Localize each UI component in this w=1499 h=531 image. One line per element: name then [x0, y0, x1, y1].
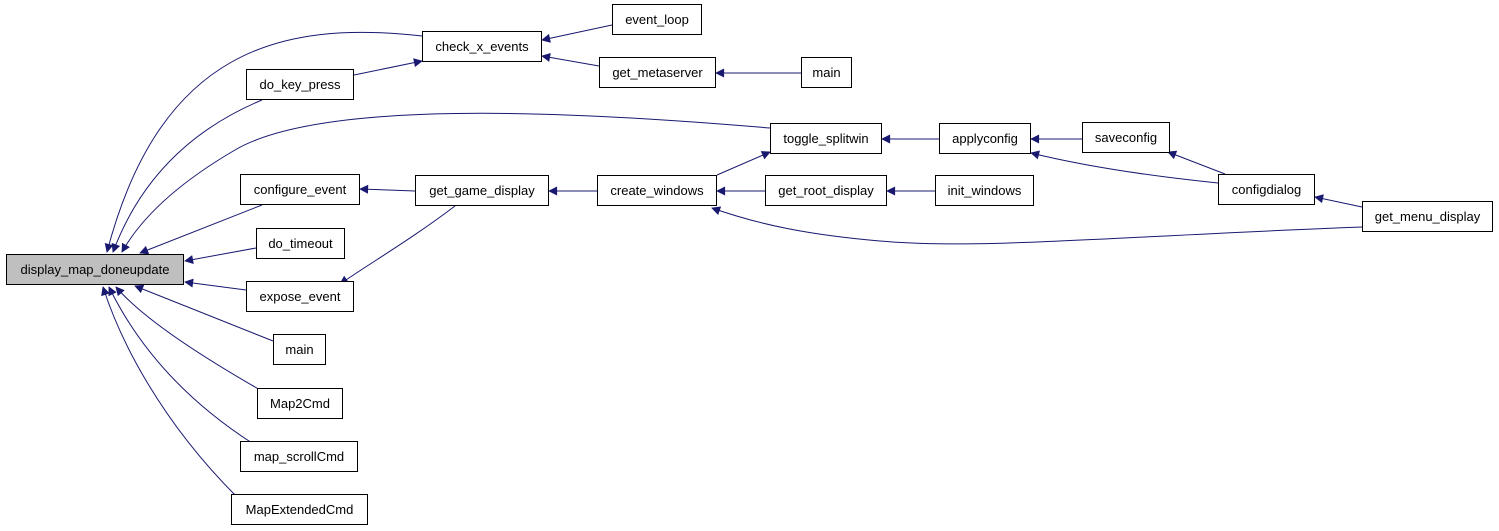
- node-expose-event[interactable]: expose_event: [246, 281, 354, 312]
- edge-main_left-to-display_map_doneupdate: [134, 284, 274, 342]
- node-display-map-doneupdate: display_map_doneupdate: [6, 254, 184, 285]
- edge-event_loop-to-check_x_events: [541, 24, 613, 43]
- node-label: expose_event: [259, 289, 341, 304]
- node-label: toggle_splitwin: [783, 131, 869, 146]
- node-do-key-press[interactable]: do_key_press: [246, 69, 354, 100]
- node-label: MapExtendedCmd: [245, 502, 354, 517]
- node-label: configure_event: [253, 182, 347, 197]
- node-label: Map2Cmd: [270, 396, 330, 411]
- node-main-left[interactable]: main: [273, 334, 326, 365]
- edge-get_game_display-to-expose_event: [339, 205, 456, 285]
- edge-configdialog-to-saveconfig: [1167, 150, 1226, 175]
- node-label: get_metaserver: [612, 65, 703, 80]
- node-get-menu-display[interactable]: get_menu_display: [1362, 201, 1493, 232]
- node-label: display_map_doneupdate: [20, 262, 170, 277]
- edge-get_menu_display-to-configdialog: [1314, 194, 1363, 208]
- node-configdialog[interactable]: configdialog: [1218, 174, 1315, 205]
- edge-get_menu_display-to-create_windows: [711, 206, 1363, 245]
- node-do-timeout[interactable]: do_timeout: [256, 228, 345, 259]
- edge-Map2Cmd-to-display_map_doneupdate: [115, 286, 263, 392]
- node-create-windows[interactable]: create_windows: [597, 175, 717, 206]
- node-get-root-display[interactable]: get_root_display: [765, 175, 887, 206]
- edge-expose_event-to-display_map_doneupdate: [184, 278, 247, 291]
- node-map-scrollcmd[interactable]: map_scrollCmd: [240, 441, 358, 472]
- node-label: saveconfig: [1094, 130, 1158, 145]
- edge-check_x_events-to-display_map_doneupdate: [104, 31, 423, 253]
- edge-do_key_press-to-check_x_events: [353, 58, 423, 76]
- node-main-meta[interactable]: main: [801, 57, 852, 88]
- node-label: do_key_press: [259, 77, 341, 92]
- edge-configdialog-to-applyconfig: [1030, 150, 1219, 184]
- node-label: map_scrollCmd: [253, 449, 345, 464]
- node-label: check_x_events: [435, 39, 529, 54]
- edge-configure_event-to-display_map_doneupdate: [139, 204, 263, 255]
- node-get-game-display[interactable]: get_game_display: [415, 175, 549, 206]
- edge-get_metaserver-to-check_x_events: [541, 52, 600, 67]
- node-label: get_game_display: [429, 183, 535, 198]
- edge-do_timeout-to-display_map_doneupdate: [184, 247, 257, 264]
- node-map2cmd[interactable]: Map2Cmd: [257, 388, 343, 419]
- node-label: main: [812, 65, 841, 80]
- node-init-windows[interactable]: init_windows: [935, 175, 1034, 206]
- node-label: get_menu_display: [1374, 209, 1481, 224]
- node-label: configdialog: [1231, 182, 1302, 197]
- edge-get_game_display-to-configure_event: [359, 184, 416, 194]
- node-configure-event[interactable]: configure_event: [240, 174, 360, 205]
- edge-map_scrollCmd-to-display_map_doneupdate: [108, 286, 253, 444]
- node-check-x-events[interactable]: check_x_events: [422, 31, 542, 62]
- edge-create_windows-to-toggle_splitwin: [716, 151, 771, 176]
- edge-MapExtendedCmd-to-display_map_doneupdate: [101, 286, 238, 498]
- node-label: init_windows: [947, 183, 1022, 198]
- node-label: do_timeout: [268, 236, 333, 251]
- node-label: get_root_display: [778, 183, 874, 198]
- node-mapextendedcmd[interactable]: MapExtendedCmd: [231, 494, 368, 525]
- node-get-metaserver[interactable]: get_metaserver: [599, 57, 716, 88]
- node-label: event_loop: [625, 12, 689, 27]
- edge-toggle_splitwin-to-display_map_doneupdate: [121, 112, 771, 253]
- node-applyconfig[interactable]: applyconfig: [939, 123, 1031, 154]
- node-toggle-splitwin[interactable]: toggle_splitwin: [770, 123, 882, 154]
- edge-do_key_press-to-display_map_doneupdate: [111, 99, 263, 253]
- node-saveconfig[interactable]: saveconfig: [1082, 122, 1170, 153]
- node-label: applyconfig: [952, 131, 1018, 146]
- node-event-loop[interactable]: event_loop: [612, 4, 702, 35]
- node-label: main: [285, 342, 314, 357]
- node-label: create_windows: [610, 183, 704, 198]
